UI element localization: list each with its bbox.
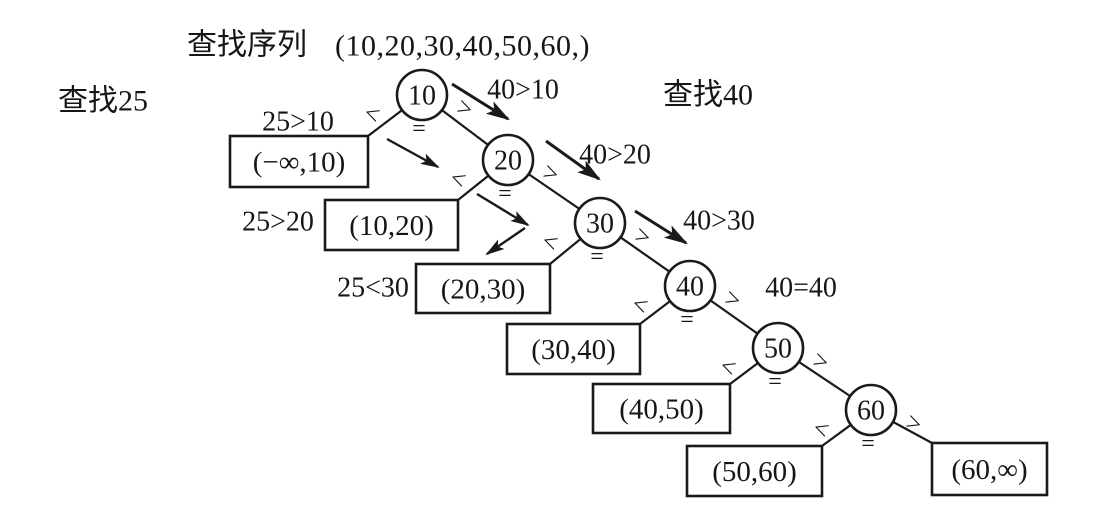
tree-edge	[367, 109, 403, 137]
comparison-label: 40>20	[579, 140, 651, 171]
branch-equal-icon: =	[590, 244, 604, 270]
branch-equal-icon: =	[412, 116, 426, 142]
branch-equal-icon: =	[498, 181, 512, 207]
tree-edge	[729, 362, 759, 385]
comparison-label: 25<30	[337, 273, 409, 304]
branch-greater-icon: >	[453, 92, 477, 124]
tree-edge	[441, 109, 489, 146]
leaf-box-label: (−∞,10)	[253, 147, 346, 179]
node-value: 10	[408, 81, 436, 112]
tree-edges	[367, 109, 933, 447]
tree-node-10	[395, 68, 449, 122]
leaf-box	[323, 198, 460, 252]
tree-node-20	[481, 133, 535, 187]
tree-edge	[549, 238, 582, 265]
tree-texts: 10<>=20<>=30<>=40<>=50<>=60<>=(−∞,10)(10…	[242, 75, 1028, 489]
node-value: 20	[494, 146, 522, 177]
comparison-label: 40>10	[487, 75, 559, 106]
search-step-arrow-right	[451, 82, 511, 121]
search-25-title: 查找25	[58, 85, 148, 118]
tree-edge	[798, 360, 851, 398]
leaf-box-label: (10,20)	[349, 210, 434, 242]
branch-equal-icon: =	[680, 307, 694, 333]
comparison-label: 40>30	[683, 206, 755, 237]
comparison-label: 40=40	[765, 273, 837, 304]
branch-less-icon: <	[538, 226, 562, 258]
tree-edge	[619, 236, 671, 273]
branch-equal-icon: =	[861, 431, 875, 457]
leaf-box-label: (40,50)	[619, 394, 704, 426]
branch-less-icon: <	[628, 289, 652, 321]
search-step-arrow-left	[476, 192, 530, 227]
branch-greater-icon: >	[631, 220, 655, 252]
leaf-box	[505, 322, 642, 376]
comparison-label: 25>20	[242, 207, 314, 238]
leaf-box-label: (20,30)	[441, 274, 526, 306]
leaf-box	[228, 134, 370, 189]
branch-greater-icon: >	[809, 345, 833, 377]
branch-equal-icon: =	[768, 369, 782, 395]
leaf-box	[591, 382, 732, 435]
leaf-box-label: (50,60)	[712, 456, 797, 488]
tree-edge	[709, 299, 759, 335]
node-value: 60	[857, 396, 885, 427]
node-value: 50	[764, 334, 792, 365]
tree-edge	[457, 174, 490, 201]
comparison-label: 25>10	[262, 107, 334, 138]
tree-edge	[639, 300, 671, 325]
sequence-value: (10,20,30,40,50,60,)	[335, 30, 590, 63]
tree-node-40	[663, 259, 717, 313]
tree-shapes	[228, 68, 1049, 498]
leaf-box-label: (30,40)	[531, 334, 616, 366]
branch-greater-icon: >	[721, 283, 745, 315]
branch-greater-icon: >	[902, 407, 926, 439]
search-40-title: 查找40	[663, 79, 753, 112]
tree-edge	[892, 420, 933, 444]
tree-node-30	[573, 196, 627, 250]
branch-greater-icon: >	[539, 157, 563, 189]
node-value: 40	[676, 272, 704, 303]
search-step-arrow-left	[386, 137, 440, 169]
branch-less-icon: <	[446, 163, 470, 195]
leaf-box	[930, 441, 1049, 497]
node-value: 30	[586, 209, 614, 240]
search-step-arrow-right	[545, 139, 601, 181]
tree-edge	[821, 423, 852, 447]
leaf-box	[414, 262, 552, 315]
search-step-arrow-left	[485, 227, 526, 256]
leaf-box	[685, 444, 824, 498]
tree-edge	[528, 173, 580, 210]
sequence-label: 查找序列	[187, 29, 307, 62]
search-step-arrow-right	[634, 209, 689, 245]
tree-node-50	[751, 321, 805, 375]
leaf-box-label: (60,∞)	[951, 454, 1027, 486]
search-path-arrows	[386, 82, 689, 256]
tree-node-60	[844, 383, 898, 437]
